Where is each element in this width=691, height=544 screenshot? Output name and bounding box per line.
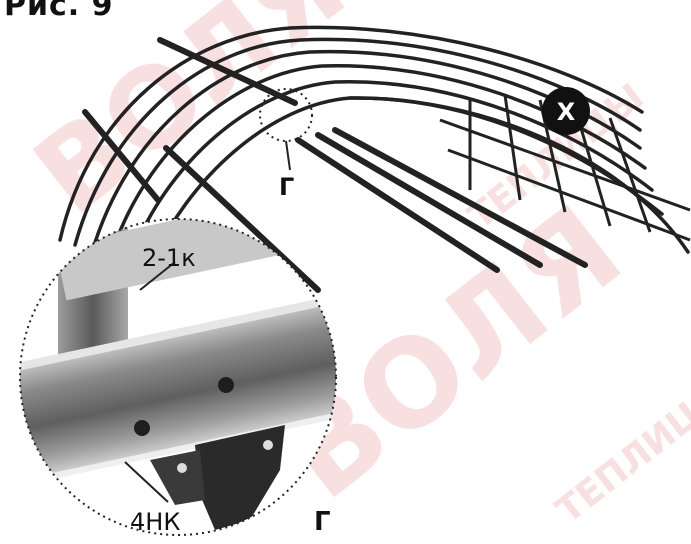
- watermark-text-4: ТЕПЛИЦЫ: [549, 370, 691, 532]
- purlin-left: [82, 109, 161, 203]
- detail-view: 2-1к 4НК: [19, 218, 337, 536]
- bracket: [150, 425, 285, 530]
- bolt-2: [218, 377, 234, 393]
- arch-outer-right: [348, 96, 690, 254]
- purlin-ridge: [157, 37, 298, 106]
- detail-ref-label-top: Г: [279, 173, 294, 201]
- label-4nk: 4НК: [130, 508, 180, 536]
- leader-4nk: [124, 461, 169, 503]
- marker-x: X: [542, 87, 590, 135]
- marker-x-circle: [542, 87, 590, 135]
- purlins: [82, 37, 588, 293]
- arch-1: [58, 25, 644, 242]
- marker-x-label: X: [557, 98, 576, 126]
- detail-view-border: [19, 218, 337, 536]
- arch-5: [126, 80, 654, 266]
- label-2-1k: 2-1к: [142, 244, 196, 272]
- leader-2-1k: [139, 261, 176, 291]
- detail-ref-label-bottom: Г: [314, 507, 331, 537]
- purlin-loose-2: [315, 132, 543, 268]
- purlin-loose-1: [295, 137, 500, 273]
- watermark-text-1: ВОЛЯ: [11, 0, 368, 239]
- detail-callout-circle: [259, 88, 313, 142]
- bolt-1: [134, 420, 150, 436]
- detail-callout-leader: [285, 140, 291, 171]
- purlin-loose-3: [332, 127, 588, 268]
- figure-title: Рис. 9: [4, 0, 114, 23]
- arch-2: [73, 37, 642, 247]
- purlin-left-2: [163, 145, 321, 293]
